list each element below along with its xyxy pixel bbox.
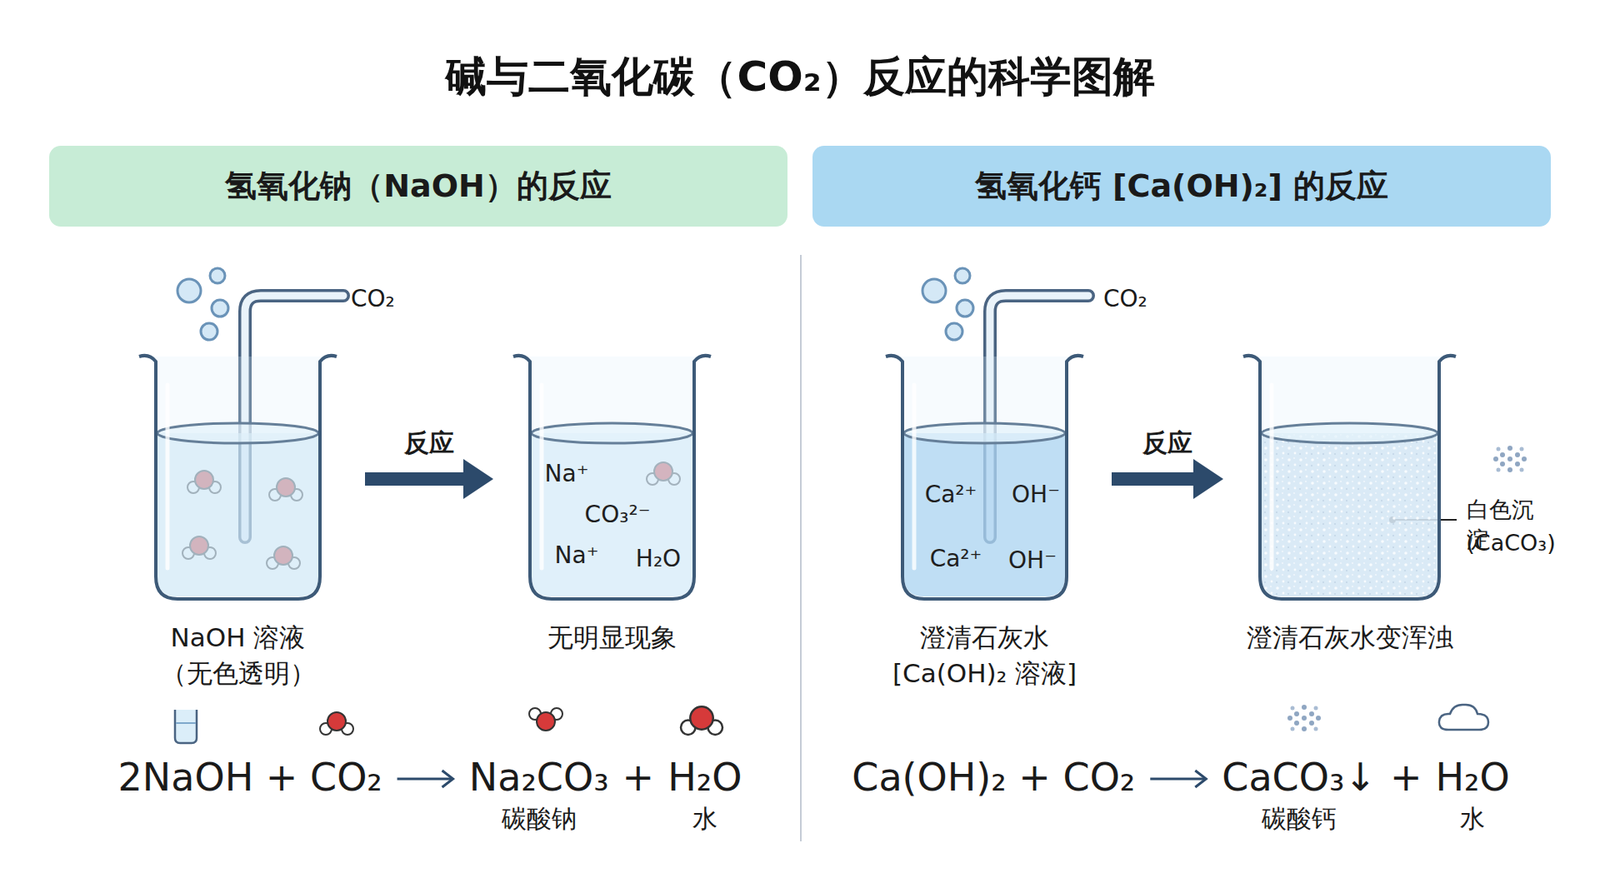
beaker-glass: [885, 355, 1084, 600]
band-title: 氢氧化钙 [Ca(OH)₂] 的反应: [975, 165, 1389, 208]
precipitate-icon: [1285, 700, 1323, 737]
product-name: 碳酸钙: [1261, 802, 1337, 836]
beaker-outline: [510, 351, 715, 602]
water-cloud-icon: [1439, 705, 1489, 730]
beaker: Ca²⁺OH⁻Ca²⁺OH⁻澄清石灰水[Ca(OH)₂ 溶液]: [882, 351, 1087, 602]
header-band: 氢氧化钠（NaOH）的反应: [49, 145, 788, 227]
divider: [800, 255, 802, 842]
molecule-icon: [320, 712, 354, 735]
beaker-caption: NaOH 溶液: [170, 620, 306, 655]
edge-label: 反应: [404, 427, 455, 460]
ion-label: CO₃²⁻: [585, 500, 651, 530]
beaker-caption: [Ca(OH)₂ 溶液]: [892, 655, 1077, 691]
beaker-glass: [513, 355, 711, 600]
glass-highlight: [1270, 385, 1275, 569]
product-formula: CaCO₃↓: [1221, 752, 1377, 803]
title: 碱与二氧化碳（CO₂）反应的科学图解: [0, 51, 1600, 102]
beaker: Na⁺CO₃²⁻Na⁺H₂O无明显现象: [510, 351, 715, 602]
beaker-glass: [139, 355, 337, 600]
band-title: 氢氧化钠（NaOH）的反应: [225, 165, 612, 208]
beaker-outline: [1240, 351, 1460, 602]
glass-highlight: [165, 385, 170, 569]
plus-sign: +: [1390, 752, 1423, 803]
ion-label: OH⁻: [1008, 546, 1057, 575]
product-name: 水: [1460, 802, 1485, 836]
ion-label: OH⁻: [1011, 480, 1060, 510]
product-column: H₂O水: [667, 752, 742, 836]
product-column: Na₂CO₃碳酸钠: [469, 752, 610, 836]
product-column: CaCO₃↓碳酸钙: [1221, 752, 1377, 836]
plus-sign: +: [622, 752, 655, 803]
glass-highlight: [912, 385, 917, 569]
beaker-caption: （无色透明）: [160, 655, 316, 691]
equation: Ca(OH)₂ + CO₂ CaCO₃↓碳酸钙 +H₂O水: [851, 752, 1510, 836]
equation-arrow: [1148, 752, 1209, 803]
molecule-icon: [680, 706, 723, 735]
ion-label: H₂O: [635, 545, 681, 574]
product-name: 水: [692, 802, 718, 836]
product-formula: H₂O: [667, 752, 742, 803]
product-name: 碳酸钠: [501, 802, 577, 836]
product-column: H₂O水: [1435, 752, 1510, 836]
gas-label: CO₂: [1103, 283, 1148, 315]
reaction-arrow: [1111, 459, 1224, 500]
beaker: 澄清石灰水变浑浊: [1240, 351, 1460, 602]
reaction-arrow: [365, 459, 494, 500]
reactants: Ca(OH)₂ + CO₂: [851, 752, 1135, 803]
ion-label: Ca²⁺: [930, 545, 983, 574]
product-formula: Na₂CO₃: [469, 752, 610, 803]
ion-label: Na⁺: [555, 541, 600, 570]
beaker-outline: [135, 351, 340, 602]
beaker-caption: 澄清石灰水变浑浊: [1246, 620, 1454, 655]
edge-label: 反应: [1142, 427, 1193, 460]
reactants: 2NaOH + CO₂: [118, 752, 383, 803]
beaker-icon: [175, 710, 197, 744]
header-band: 氢氧化钙 [Ca(OH)₂] 的反应: [812, 145, 1551, 227]
precipitate-icon: [1491, 440, 1529, 478]
equation-arrow: [395, 752, 456, 803]
ion-label: Na⁺: [545, 460, 590, 489]
precipitate-label: (CaCO₃): [1465, 528, 1555, 559]
beaker: NaOH 溶液（无色透明）: [135, 351, 340, 602]
gas-label: CO₂: [350, 283, 395, 315]
equation: 2NaOH + CO₂Na₂CO₃碳酸钠+H₂O水: [118, 752, 743, 836]
beaker-caption: 无明显现象: [547, 620, 677, 655]
ion-label: Ca²⁺: [925, 480, 978, 510]
glass-highlight: [540, 385, 545, 569]
product-formula: H₂O: [1435, 752, 1510, 803]
beaker-caption: 澄清石灰水: [920, 620, 1050, 655]
molecule-icon: [529, 708, 563, 731]
beaker-glass: [1243, 355, 1456, 600]
